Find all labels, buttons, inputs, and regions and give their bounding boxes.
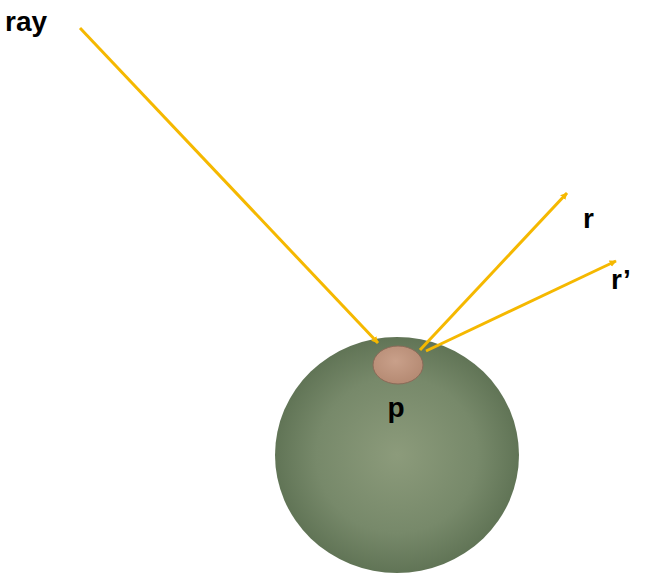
reflected-ray-alt bbox=[426, 261, 616, 351]
ray-label: r’ bbox=[611, 264, 631, 296]
sphere bbox=[275, 337, 519, 573]
incident-ray bbox=[80, 28, 378, 343]
ray-label: r bbox=[583, 203, 594, 235]
ray-label: ray bbox=[5, 6, 47, 38]
reflected-ray bbox=[420, 193, 567, 350]
hit-point bbox=[373, 346, 423, 384]
point-label: p bbox=[387, 392, 404, 424]
